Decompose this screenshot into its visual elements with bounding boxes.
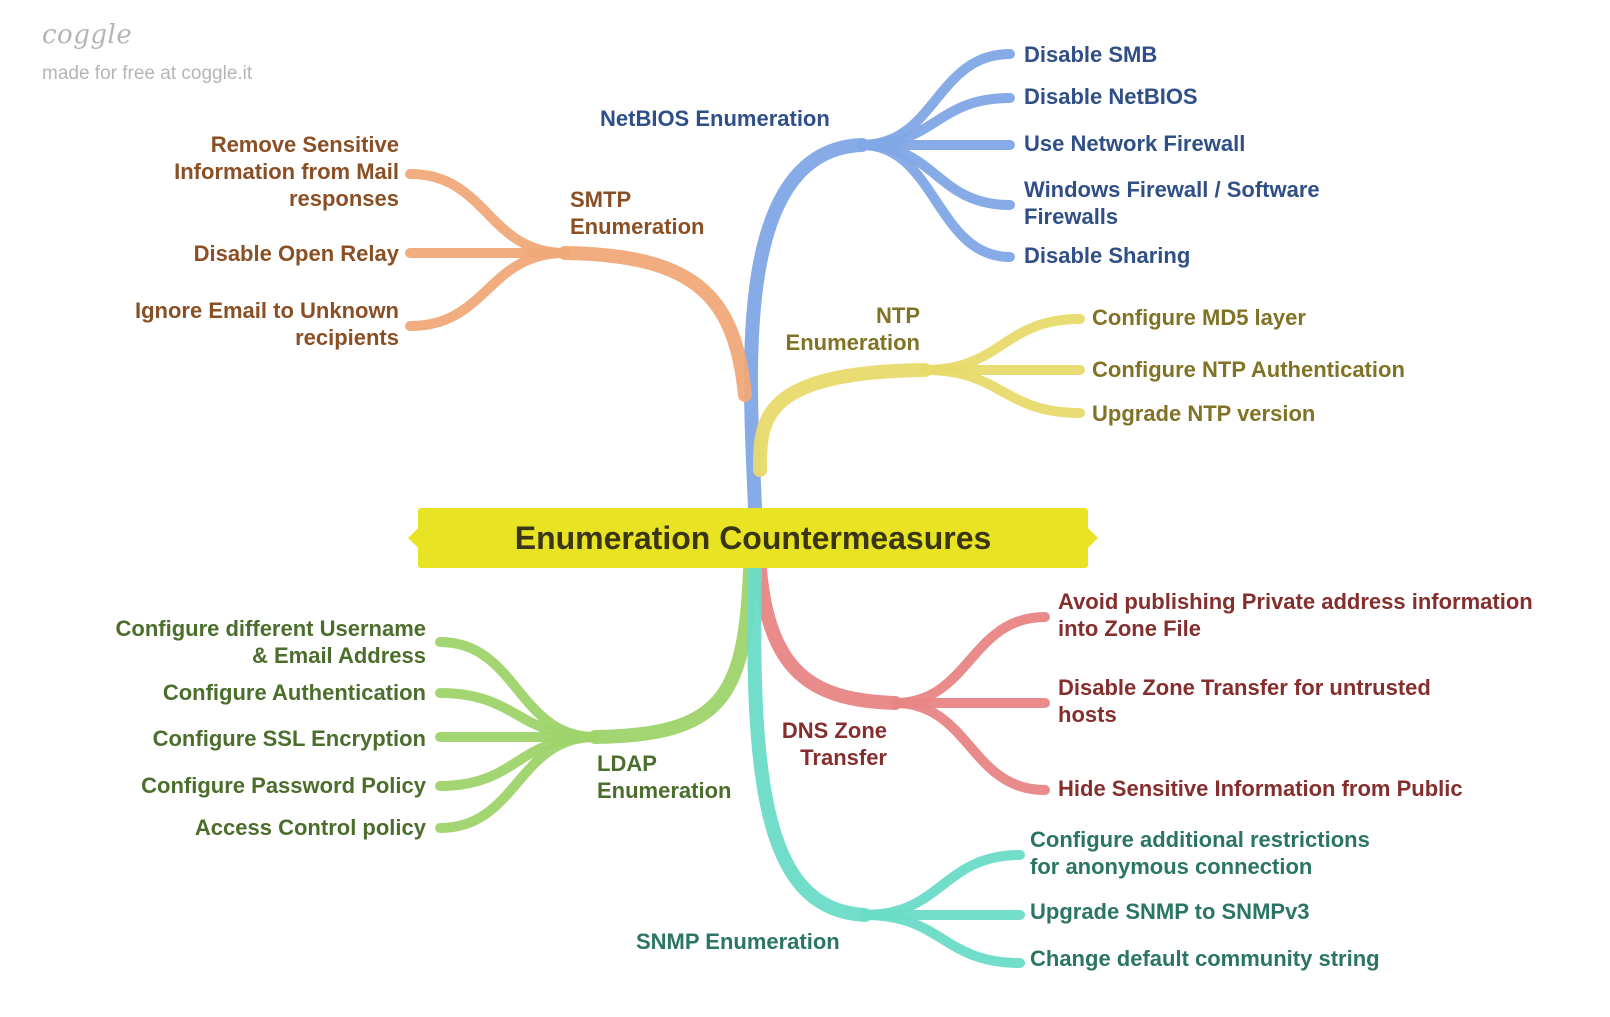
smtp-trunk [558, 246, 752, 402]
ntp-leaf-connector-1 [920, 314, 1085, 375]
dns-trunk [753, 563, 902, 710]
ldap-leaf-connector-5 [435, 732, 600, 833]
netbios-item-2[interactable]: Disable NetBIOS [1024, 84, 1198, 109]
ntp-item-3[interactable]: Upgrade NTP version [1092, 401, 1316, 426]
branch-netbios[interactable]: NetBIOS Enumeration [600, 106, 830, 131]
smtp-item-3[interactable]: Ignore Email to Unknown recipients [134, 298, 399, 350]
smtp-leaf-connector-1 [405, 169, 570, 258]
coggle-credit: made for free at coggle.it [42, 63, 253, 84]
netbios-item-5[interactable]: Disable Sharing [1024, 243, 1191, 268]
branch-dns[interactable]: DNS Zone Transfer [781, 718, 887, 770]
smtp-item-2[interactable]: Disable Open Relay [193, 241, 399, 266]
snmp-trunk [747, 563, 872, 922]
root-node[interactable]: Enumeration Countermeasures [418, 508, 1088, 568]
dns-leaf-connector-3 [890, 698, 1050, 795]
ldap-item-3[interactable]: Configure SSL Encryption [152, 726, 426, 751]
snmp-item-2[interactable]: Upgrade SNMP to SNMPv3 [1030, 899, 1310, 924]
snmp-leaf-connector-1 [860, 850, 1025, 920]
netbios-item-4[interactable]: Windows Firewall / Software Firewalls [1024, 177, 1320, 229]
dns-item-2[interactable]: Disable Zone Transfer for untrusted host… [1058, 675, 1431, 727]
ldap-item-2[interactable]: Configure Authentication [162, 680, 426, 705]
smtp-item-1[interactable]: Remove Sensitive Information from Mail r… [174, 132, 399, 211]
branch-snmp[interactable]: SNMP Enumeration [636, 929, 840, 954]
netbios-leaf-connector-5 [857, 140, 1015, 262]
ldap-trunk [588, 563, 757, 744]
coggle-logo: coggle [42, 20, 133, 50]
ntp-item-1[interactable]: Configure MD5 layer [1092, 305, 1306, 330]
smtp-leaf-connector-3 [405, 248, 570, 331]
netbios-trunk [743, 138, 869, 515]
snmp-leaf-connector-3 [860, 910, 1025, 968]
ldap-item-4[interactable]: Configure Password Policy [141, 773, 426, 798]
dns-item-3[interactable]: Hide Sensitive Information from Public [1058, 776, 1463, 801]
netbios-item-1[interactable]: Disable SMB [1024, 42, 1158, 67]
ntp-leaf-connector-3 [920, 365, 1085, 418]
ntp-item-2[interactable]: Configure NTP Authentication [1092, 357, 1405, 382]
snmp-item-3[interactable]: Change default community string [1030, 946, 1380, 971]
branch-ldap[interactable]: LDAP Enumeration [597, 751, 732, 803]
branch-ntp[interactable]: NTP Enumeration [785, 303, 920, 355]
dns-leaf-connector-1 [890, 612, 1050, 708]
ldap-item-1[interactable]: Configure different Username & Email Add… [115, 616, 427, 668]
branch-smtp[interactable]: SMTP Enumeration [570, 187, 705, 239]
dns-item-1[interactable]: Avoid publishing Private address informa… [1058, 589, 1533, 641]
snmp-item-1[interactable]: Configure additional restrictions for an… [1030, 827, 1370, 879]
netbios-item-3[interactable]: Use Network Firewall [1024, 131, 1246, 156]
ldap-leaf-connector-1 [435, 637, 600, 742]
ldap-item-5[interactable]: Access Control policy [194, 815, 426, 840]
root-label: Enumeration Countermeasures [514, 519, 992, 556]
ntp-trunk [753, 363, 932, 477]
